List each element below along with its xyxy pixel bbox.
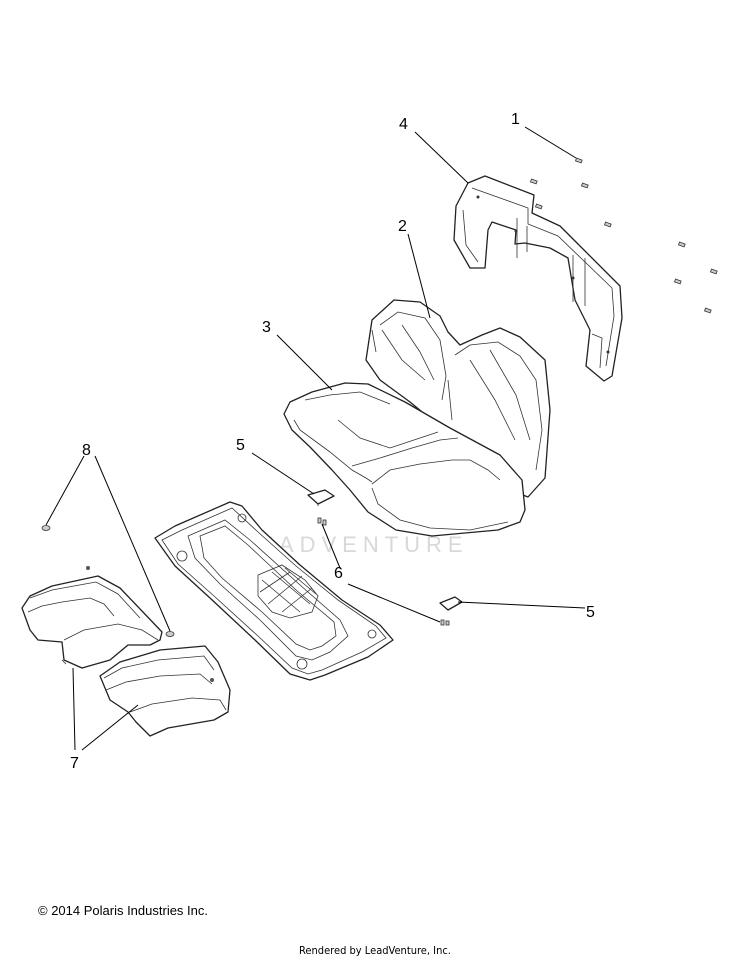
callout-2: 2	[398, 218, 407, 235]
callout-7: 7	[70, 755, 79, 772]
fastener-part-6[interactable]	[317, 517, 450, 626]
clip-part-5-lower[interactable]	[439, 596, 463, 611]
callout-4: 4	[399, 116, 408, 133]
seat-bottom-cushion[interactable]	[283, 382, 526, 537]
callout-5-lower: 5	[586, 604, 595, 621]
copyright-text: © 2014 Polaris Industries Inc.	[38, 903, 208, 918]
rendered-by-text: Rendered by LeadVenture, Inc.	[299, 944, 451, 957]
leader-lines	[45, 126, 586, 751]
storage-bin-right[interactable]	[99, 645, 231, 737]
screw-set[interactable]	[529, 157, 718, 314]
callout-3: 3	[262, 319, 271, 336]
callout-1: 1	[511, 111, 520, 128]
plug-part-8[interactable]	[41, 525, 175, 637]
seat-back-panel[interactable]	[453, 175, 623, 382]
clip-part-5-upper[interactable]	[307, 489, 335, 506]
seat-base-tray[interactable]	[154, 501, 394, 681]
callout-8: 8	[82, 442, 91, 459]
storage-bin-left[interactable]	[21, 566, 163, 669]
seat-back-cushion[interactable]	[365, 299, 551, 498]
callout-6: 6	[334, 565, 343, 582]
callout-5-upper: 5	[236, 437, 245, 454]
